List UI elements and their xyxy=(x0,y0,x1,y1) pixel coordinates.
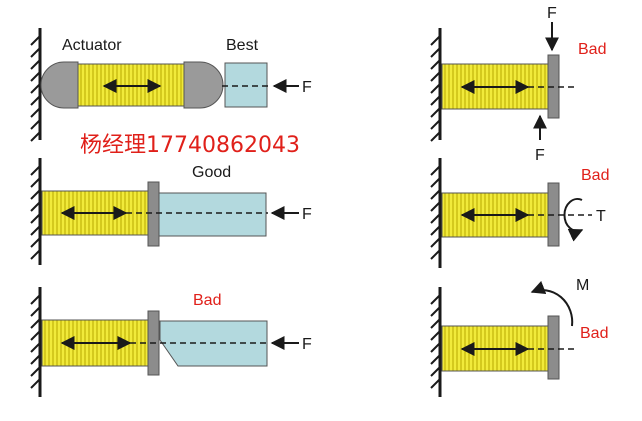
force-label-top: F xyxy=(547,5,557,22)
torque-arrow xyxy=(563,198,584,242)
panel-bad-moment: M Bad xyxy=(430,277,608,397)
panel-bad-misaligned: Bad F xyxy=(30,287,312,397)
wall-4 xyxy=(430,28,442,142)
panel-bad-transverse: F F Bad xyxy=(430,5,606,164)
force-label-1: F xyxy=(302,79,312,96)
good-label: Good xyxy=(192,164,231,181)
force-label-3: F xyxy=(302,336,312,353)
panel-good: Good F xyxy=(30,158,312,265)
best-label: Best xyxy=(226,37,259,54)
bad-label-4: Bad xyxy=(578,41,606,58)
wall-6 xyxy=(430,287,442,397)
force-label-2: F xyxy=(302,206,312,223)
force-label-bottom: F xyxy=(535,147,545,164)
load-block-2 xyxy=(157,192,267,237)
actuator-label: Actuator xyxy=(62,37,122,54)
watermark-text: 杨经理17740862043 xyxy=(80,133,300,158)
torque-label: T xyxy=(596,208,606,225)
mounting-plate-6 xyxy=(547,315,560,380)
bad-label-6: Bad xyxy=(580,325,608,342)
moment-label: M xyxy=(576,277,589,294)
mounting-plate-2 xyxy=(147,181,160,247)
wall-2 xyxy=(30,158,42,265)
end-cap-right xyxy=(183,61,224,109)
end-cap-left xyxy=(40,61,79,109)
bad-label-5: Bad xyxy=(581,167,609,184)
load-block-1 xyxy=(224,62,268,108)
wall-1 xyxy=(30,28,42,142)
wall-3 xyxy=(30,287,42,397)
wall-5 xyxy=(430,158,442,268)
panel-bad-torque: T Bad xyxy=(430,158,609,268)
bad-label-3: Bad xyxy=(193,292,221,309)
moment-arrow xyxy=(530,280,574,327)
panel-best: Actuator Best F xyxy=(30,28,312,142)
